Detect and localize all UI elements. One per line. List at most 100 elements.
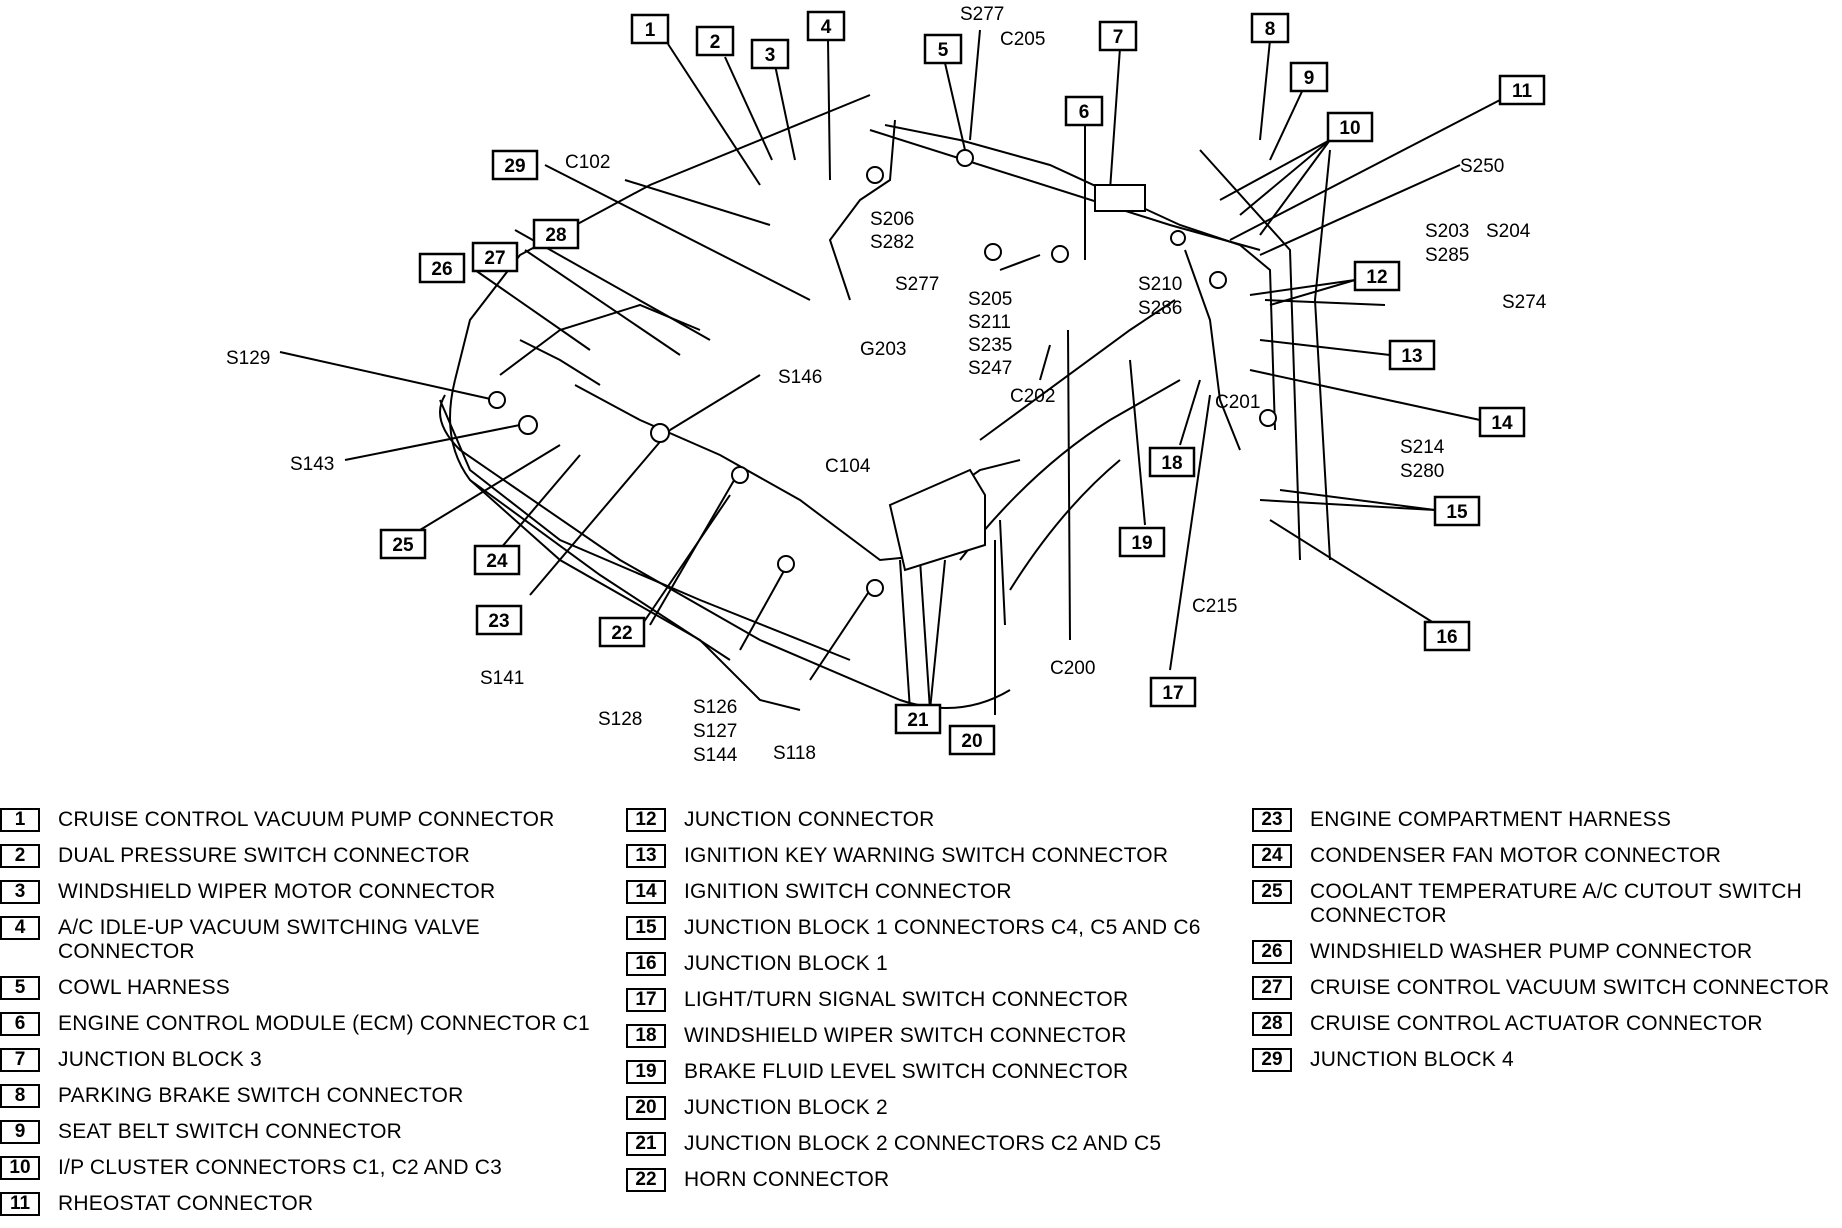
label-s144: S144 xyxy=(693,745,738,766)
legend-text: WINDSHIELD WIPER SWITCH CONNECTOR xyxy=(684,1024,1127,1047)
label-s210: S210 xyxy=(1138,274,1182,295)
splice-s277-top xyxy=(956,149,974,167)
legend-number: 17 xyxy=(626,988,666,1012)
callout-box-28 xyxy=(532,218,580,250)
legend-text: IGNITION SWITCH CONNECTOR xyxy=(684,880,1012,903)
label-c205: C205 xyxy=(1000,29,1045,50)
callout-20: 20 xyxy=(961,731,982,752)
label-s206: S206 xyxy=(870,209,914,230)
label-s286: S286 xyxy=(1138,298,1182,319)
label-c202: C202 xyxy=(1010,386,1055,407)
label-s126: S126 xyxy=(693,697,737,718)
callout-box-5 xyxy=(923,33,963,65)
callout-box-21 xyxy=(894,703,942,735)
callout-box-24 xyxy=(473,544,521,576)
callout-box-11 xyxy=(1498,74,1546,106)
label-s274: S274 xyxy=(1502,292,1547,313)
callout-box-12 xyxy=(1353,260,1401,292)
label-s128: S128 xyxy=(598,709,642,730)
callout-box-15 xyxy=(1433,495,1481,527)
label-s280: S280 xyxy=(1400,461,1444,482)
legend-number: 3 xyxy=(0,880,40,904)
legend-text: PARKING BRAKE SWITCH CONNECTOR xyxy=(58,1084,464,1107)
callout-box-16 xyxy=(1423,620,1471,652)
legend-number: 15 xyxy=(626,916,666,940)
splice-s203 xyxy=(1209,271,1227,289)
legend-number: 5 xyxy=(0,976,40,1000)
label-s277-top: S277 xyxy=(960,4,1004,25)
junction-block-2-shape xyxy=(888,468,986,572)
legend-item: 4 A/C IDLE-UP VACUUM SWITCHING VALVE CONN… xyxy=(0,916,620,964)
connector-marks xyxy=(488,149,1277,597)
label-g203: G203 xyxy=(860,339,906,360)
callout-box-14 xyxy=(1478,406,1526,438)
legend-number: 9 xyxy=(0,1120,40,1144)
splice-s214 xyxy=(1259,409,1277,427)
callout-box-22 xyxy=(598,616,646,648)
legend-text: JUNCTION BLOCK 1 CONNECTORS C4, C5 AND C… xyxy=(684,916,1201,939)
legend-item: 9 SEAT BELT SWITCH CONNECTOR xyxy=(0,1120,620,1144)
callout-box-6 xyxy=(1064,95,1104,127)
legend-number: 7 xyxy=(0,1048,40,1072)
splice-s143 xyxy=(518,415,538,435)
legend-text: SEAT BELT SWITCH CONNECTOR xyxy=(58,1120,402,1143)
callout-26: 26 xyxy=(431,259,452,280)
callout-box-20 xyxy=(948,724,996,756)
label-s282: S282 xyxy=(870,232,914,253)
callout-box-27 xyxy=(471,241,519,273)
legend-number: 12 xyxy=(626,808,666,832)
callout-15: 15 xyxy=(1446,502,1468,523)
legend-text: CONDENSER FAN MOTOR CONNECTOR xyxy=(1310,844,1722,867)
callout-13: 13 xyxy=(1401,346,1422,367)
label-s250: S250 xyxy=(1460,156,1504,177)
callout-box-13 xyxy=(1388,339,1436,371)
wiring-harness-diagram: 1 2 3 4 5 6 7 8 9 10 11 12 13 14 15 16 1… xyxy=(226,4,1547,766)
callout-1: 1 xyxy=(645,20,656,41)
callout-box-9 xyxy=(1289,61,1329,93)
legend-number: 16 xyxy=(626,952,666,976)
legend-number: 19 xyxy=(626,1060,666,1084)
callout-28: 28 xyxy=(545,225,566,246)
callout-24: 24 xyxy=(486,551,508,572)
leader-lines xyxy=(279,29,1501,715)
label-s214: S214 xyxy=(1400,437,1445,458)
callout-box-23 xyxy=(475,604,523,636)
callout-17: 17 xyxy=(1162,683,1183,704)
callout-7: 7 xyxy=(1113,27,1124,48)
splice-s277-mid xyxy=(984,243,1002,261)
legend-number: 4 xyxy=(0,916,40,940)
legend-number: 24 xyxy=(1252,844,1292,868)
legend-text: A/C IDLE-UP VACUUM SWITCHING VALVE CONNE… xyxy=(58,916,480,963)
callout-box-1 xyxy=(630,13,670,45)
callout-18: 18 xyxy=(1161,453,1182,474)
callout-box-10 xyxy=(1326,111,1374,143)
legend-item: 19 BRAKE FLUID LEVEL SWITCH CONNECTOR xyxy=(626,1060,1246,1084)
legend-number: 27 xyxy=(1252,976,1292,1000)
legend-number: 29 xyxy=(1252,1048,1292,1072)
legend-text: JUNCTION BLOCK 3 xyxy=(58,1048,262,1071)
legend-text: WINDSHIELD WASHER PUMP CONNECTOR xyxy=(1310,940,1753,963)
legend-text: HORN CONNECTOR xyxy=(684,1168,890,1191)
label-s235: S235 xyxy=(968,335,1012,356)
callout-6: 6 xyxy=(1079,102,1090,123)
legend-number: 8 xyxy=(0,1084,40,1108)
label-s203: S203 xyxy=(1425,221,1469,242)
legend-text: BRAKE FLUID LEVEL SWITCH CONNECTOR xyxy=(684,1060,1129,1083)
legend-item: 7 JUNCTION BLOCK 3 xyxy=(0,1048,620,1072)
harness-lines xyxy=(499,119,1276,562)
callout-box-2 xyxy=(695,25,735,57)
label-c104: C104 xyxy=(825,456,871,477)
